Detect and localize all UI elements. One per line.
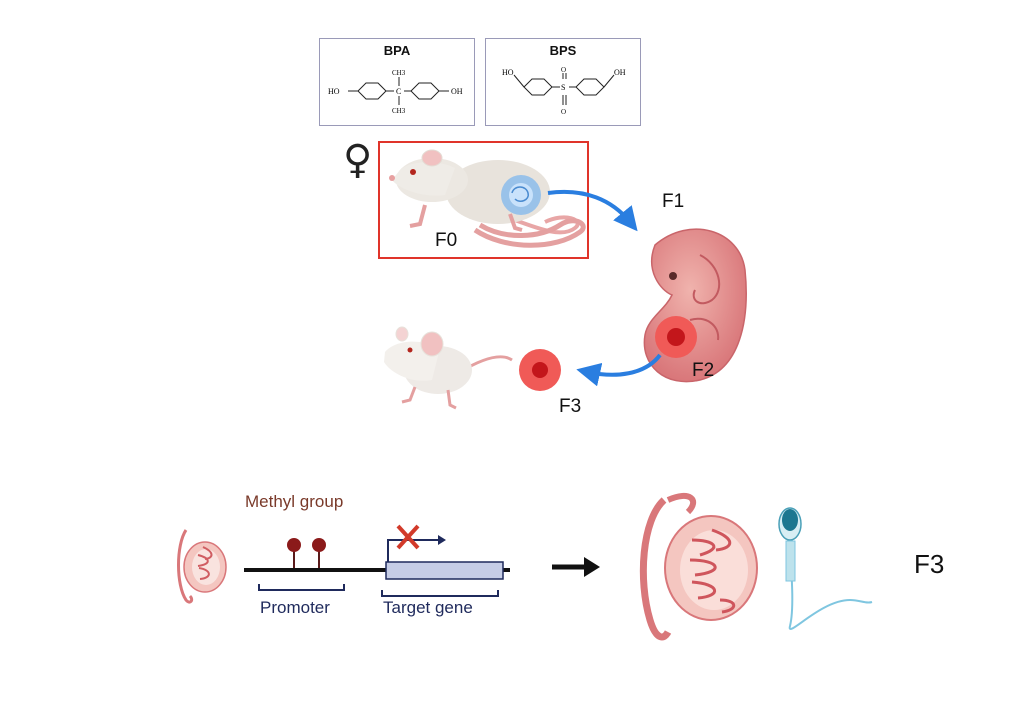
bps-o-top: O <box>561 66 566 74</box>
bps-o-bottom: O <box>561 108 566 116</box>
embryo-icon <box>643 228 747 383</box>
target-gene-bracket <box>381 590 499 597</box>
female-symbol: ♀ <box>343 137 373 183</box>
bpa-structure-box: BPA HO OH CH3 C CH3 <box>319 38 475 126</box>
label-f0: F0 <box>435 230 458 251</box>
arrow-f0-to-f1 <box>547 189 638 232</box>
bpa-structure: HO OH CH3 C CH3 <box>328 69 463 115</box>
pregnant-mouse-icon <box>389 149 586 248</box>
bps-ho: HO <box>502 68 514 77</box>
bps-title: BPS <box>549 43 577 58</box>
testis-large-icon <box>639 492 758 641</box>
promoter-label: Promoter <box>260 598 330 617</box>
target-gene-label: Target gene <box>383 598 473 617</box>
blocked-x-icon <box>396 524 420 550</box>
bpa-ho: HO <box>328 87 340 96</box>
bps-structure: HO OH S O O <box>502 66 626 116</box>
bpa-oh: OH <box>451 87 463 96</box>
label-f2: F2 <box>692 360 715 381</box>
bps-structure-box: BPS HO OH S O O <box>485 38 641 126</box>
testis-small-icon <box>177 529 227 604</box>
f0-highlight-box <box>378 141 589 259</box>
bps-s: S <box>561 83 565 92</box>
methyl-group-markers <box>287 538 326 568</box>
bpa-title: BPA <box>383 43 411 58</box>
result-arrow <box>552 557 600 577</box>
bpa-c: C <box>396 87 401 96</box>
sperm-icon <box>778 507 873 630</box>
target-gene-box <box>385 561 504 580</box>
methyl-group-label: Methyl group <box>245 492 344 511</box>
promoter-bracket <box>258 584 345 591</box>
arrow-f2-to-f3 <box>576 353 662 387</box>
transcription-arrow <box>387 539 438 562</box>
bpa-ch3-bottom: CH3 <box>392 107 406 115</box>
bps-oh: OH <box>614 68 626 77</box>
label-f1: F1 <box>662 191 685 212</box>
label-f3: F3 <box>559 396 582 417</box>
bpa-ch3-top: CH3 <box>392 69 406 77</box>
offspring-mouse-icon <box>384 326 513 410</box>
germ-cell-icon <box>519 349 561 391</box>
result-f3-label: F3 <box>914 549 945 579</box>
